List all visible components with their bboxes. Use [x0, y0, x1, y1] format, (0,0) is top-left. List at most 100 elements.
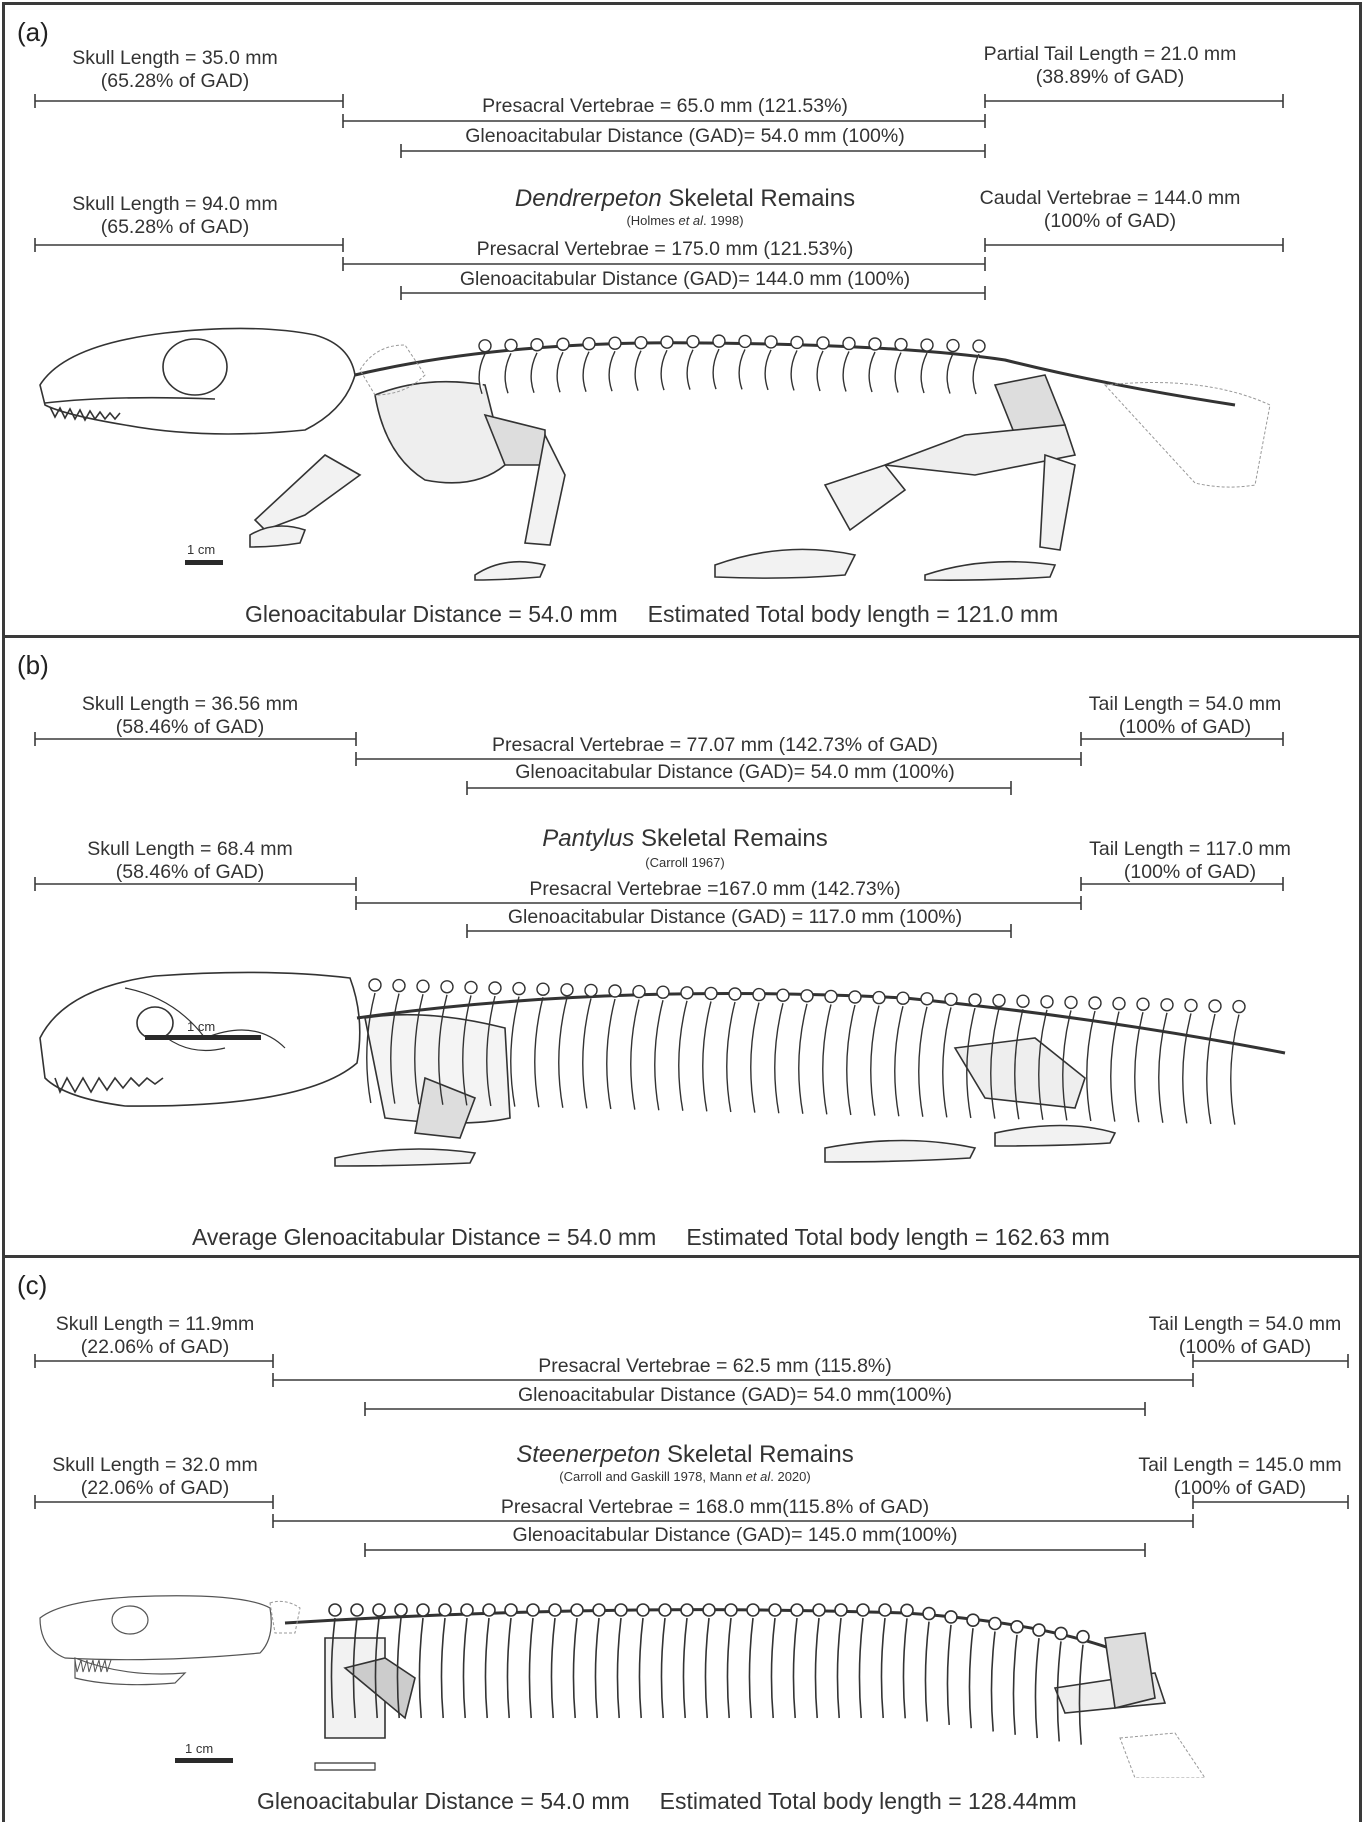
row2-gad-label: Glenoacitabular Distance (GAD)= 144.0 mm… — [365, 268, 1005, 291]
rib — [973, 354, 979, 394]
vertebra — [1055, 1627, 1067, 1639]
pantylus-skeleton-illustration — [5, 958, 1362, 1178]
vertebra — [1041, 996, 1053, 1008]
vertebra — [489, 982, 501, 994]
vertebra — [417, 980, 429, 992]
vertebra — [869, 338, 881, 350]
rib — [1159, 1013, 1167, 1123]
vertebra — [879, 1604, 891, 1616]
vertebra — [681, 1604, 693, 1616]
rib — [617, 1618, 621, 1718]
vertebra — [897, 992, 909, 1004]
rib — [631, 1000, 639, 1110]
rib — [775, 1003, 783, 1113]
rib — [485, 1618, 489, 1718]
rib — [705, 1618, 709, 1718]
vertebra — [945, 993, 957, 1005]
vertebra — [825, 990, 837, 1002]
vertebra — [441, 981, 453, 993]
vertebra — [1033, 1624, 1045, 1636]
vertebra — [657, 986, 669, 998]
rib — [881, 1618, 885, 1718]
vertebra — [1161, 999, 1173, 1011]
vertebra — [813, 1604, 825, 1616]
rib — [635, 351, 641, 391]
vertebra — [1185, 999, 1197, 1011]
panel-footer: Average Glenoacitabular Distance = 54.0 … — [192, 1224, 1140, 1251]
rib — [969, 1628, 973, 1728]
rib — [583, 352, 589, 392]
vertebra — [703, 1604, 715, 1616]
vertebra — [583, 338, 595, 350]
vertebra — [527, 1604, 539, 1616]
vertebra — [1113, 998, 1125, 1010]
scale-bar — [175, 1758, 233, 1763]
vertebra — [593, 1604, 605, 1616]
row1-skull-label: Skull Length = 35.0 mm(65.28% of GAD) — [45, 47, 305, 93]
vertebra — [461, 1604, 473, 1616]
rib — [991, 1632, 995, 1732]
vertebra — [439, 1604, 451, 1616]
vertebra — [921, 993, 933, 1005]
rib — [703, 1001, 711, 1111]
rib — [661, 350, 667, 390]
row1-presacral-label: Presacral Vertebrae = 65.0 mm (121.53%) — [365, 95, 965, 118]
rib — [1087, 1011, 1095, 1121]
rib — [609, 351, 615, 391]
vertebra — [661, 336, 673, 348]
rib — [869, 352, 875, 392]
rib — [727, 1618, 731, 1718]
vertebra — [769, 1604, 781, 1616]
scale-bar — [185, 560, 223, 565]
vertebra — [969, 994, 981, 1006]
vertebra — [923, 1608, 935, 1620]
vertebra — [1209, 1000, 1221, 1012]
rib — [507, 1618, 511, 1718]
vertebra — [729, 988, 741, 1000]
vertebra — [791, 336, 803, 348]
vertebra — [747, 1604, 759, 1616]
row2-presacral-label: Presacral Vertebrae = 175.0 mm (121.53%) — [365, 238, 965, 261]
rib — [895, 353, 901, 393]
vertebra — [609, 985, 621, 997]
rib — [535, 997, 543, 1107]
vertebra — [609, 337, 621, 349]
rib — [751, 1003, 759, 1113]
rib — [505, 353, 511, 393]
row2-gad-label: Glenoacitabular Distance (GAD)= 145.0 mm… — [425, 1524, 1045, 1547]
panel-c: (c) Skull Length = 11.9mm(22.06% of GAD)… — [2, 1255, 1362, 1822]
rib — [843, 351, 849, 391]
rib — [739, 349, 745, 389]
row2-skull-label: Skull Length = 94.0 mm(65.28% of GAD) — [45, 193, 305, 239]
vertebra — [901, 1604, 913, 1616]
rib — [823, 1004, 831, 1114]
vertebra — [395, 1604, 407, 1616]
rib — [921, 353, 927, 393]
vertebra — [513, 983, 525, 995]
rib — [511, 997, 519, 1107]
row1-gad-label: Glenoacitabular Distance (GAD)= 54.0 mm … — [365, 125, 1005, 148]
row2-gad-label: Glenoacitabular Distance (GAD) = 117.0 m… — [425, 906, 1045, 929]
vertebra — [687, 336, 699, 348]
vertebra — [765, 336, 777, 348]
vertebra — [659, 1604, 671, 1616]
specimen-title: Steenerpeton Skeletal Remains — [425, 1441, 945, 1469]
rib — [799, 1004, 807, 1114]
vertebra — [945, 1611, 957, 1623]
vertebra — [417, 1604, 429, 1616]
rib — [419, 1618, 423, 1718]
rib — [463, 1618, 467, 1718]
vertebra — [791, 1604, 803, 1616]
vertebra — [835, 1604, 847, 1616]
vertebra — [351, 1604, 363, 1616]
vertebra — [777, 989, 789, 1001]
vertebra — [993, 995, 1005, 1007]
row1-tail-label: Partial Tail Length = 21.0 mm(38.89% of … — [965, 43, 1255, 89]
row1-gad-label: Glenoacitabular Distance (GAD)= 54.0 mm(… — [425, 1384, 1045, 1407]
vertebra — [615, 1604, 627, 1616]
vertebra — [681, 987, 693, 999]
rib — [727, 1002, 735, 1112]
vertebra — [967, 1614, 979, 1626]
vertebra — [549, 1604, 561, 1616]
row2-tail-label: Tail Length = 117.0 mm(100% of GAD) — [1055, 838, 1325, 884]
